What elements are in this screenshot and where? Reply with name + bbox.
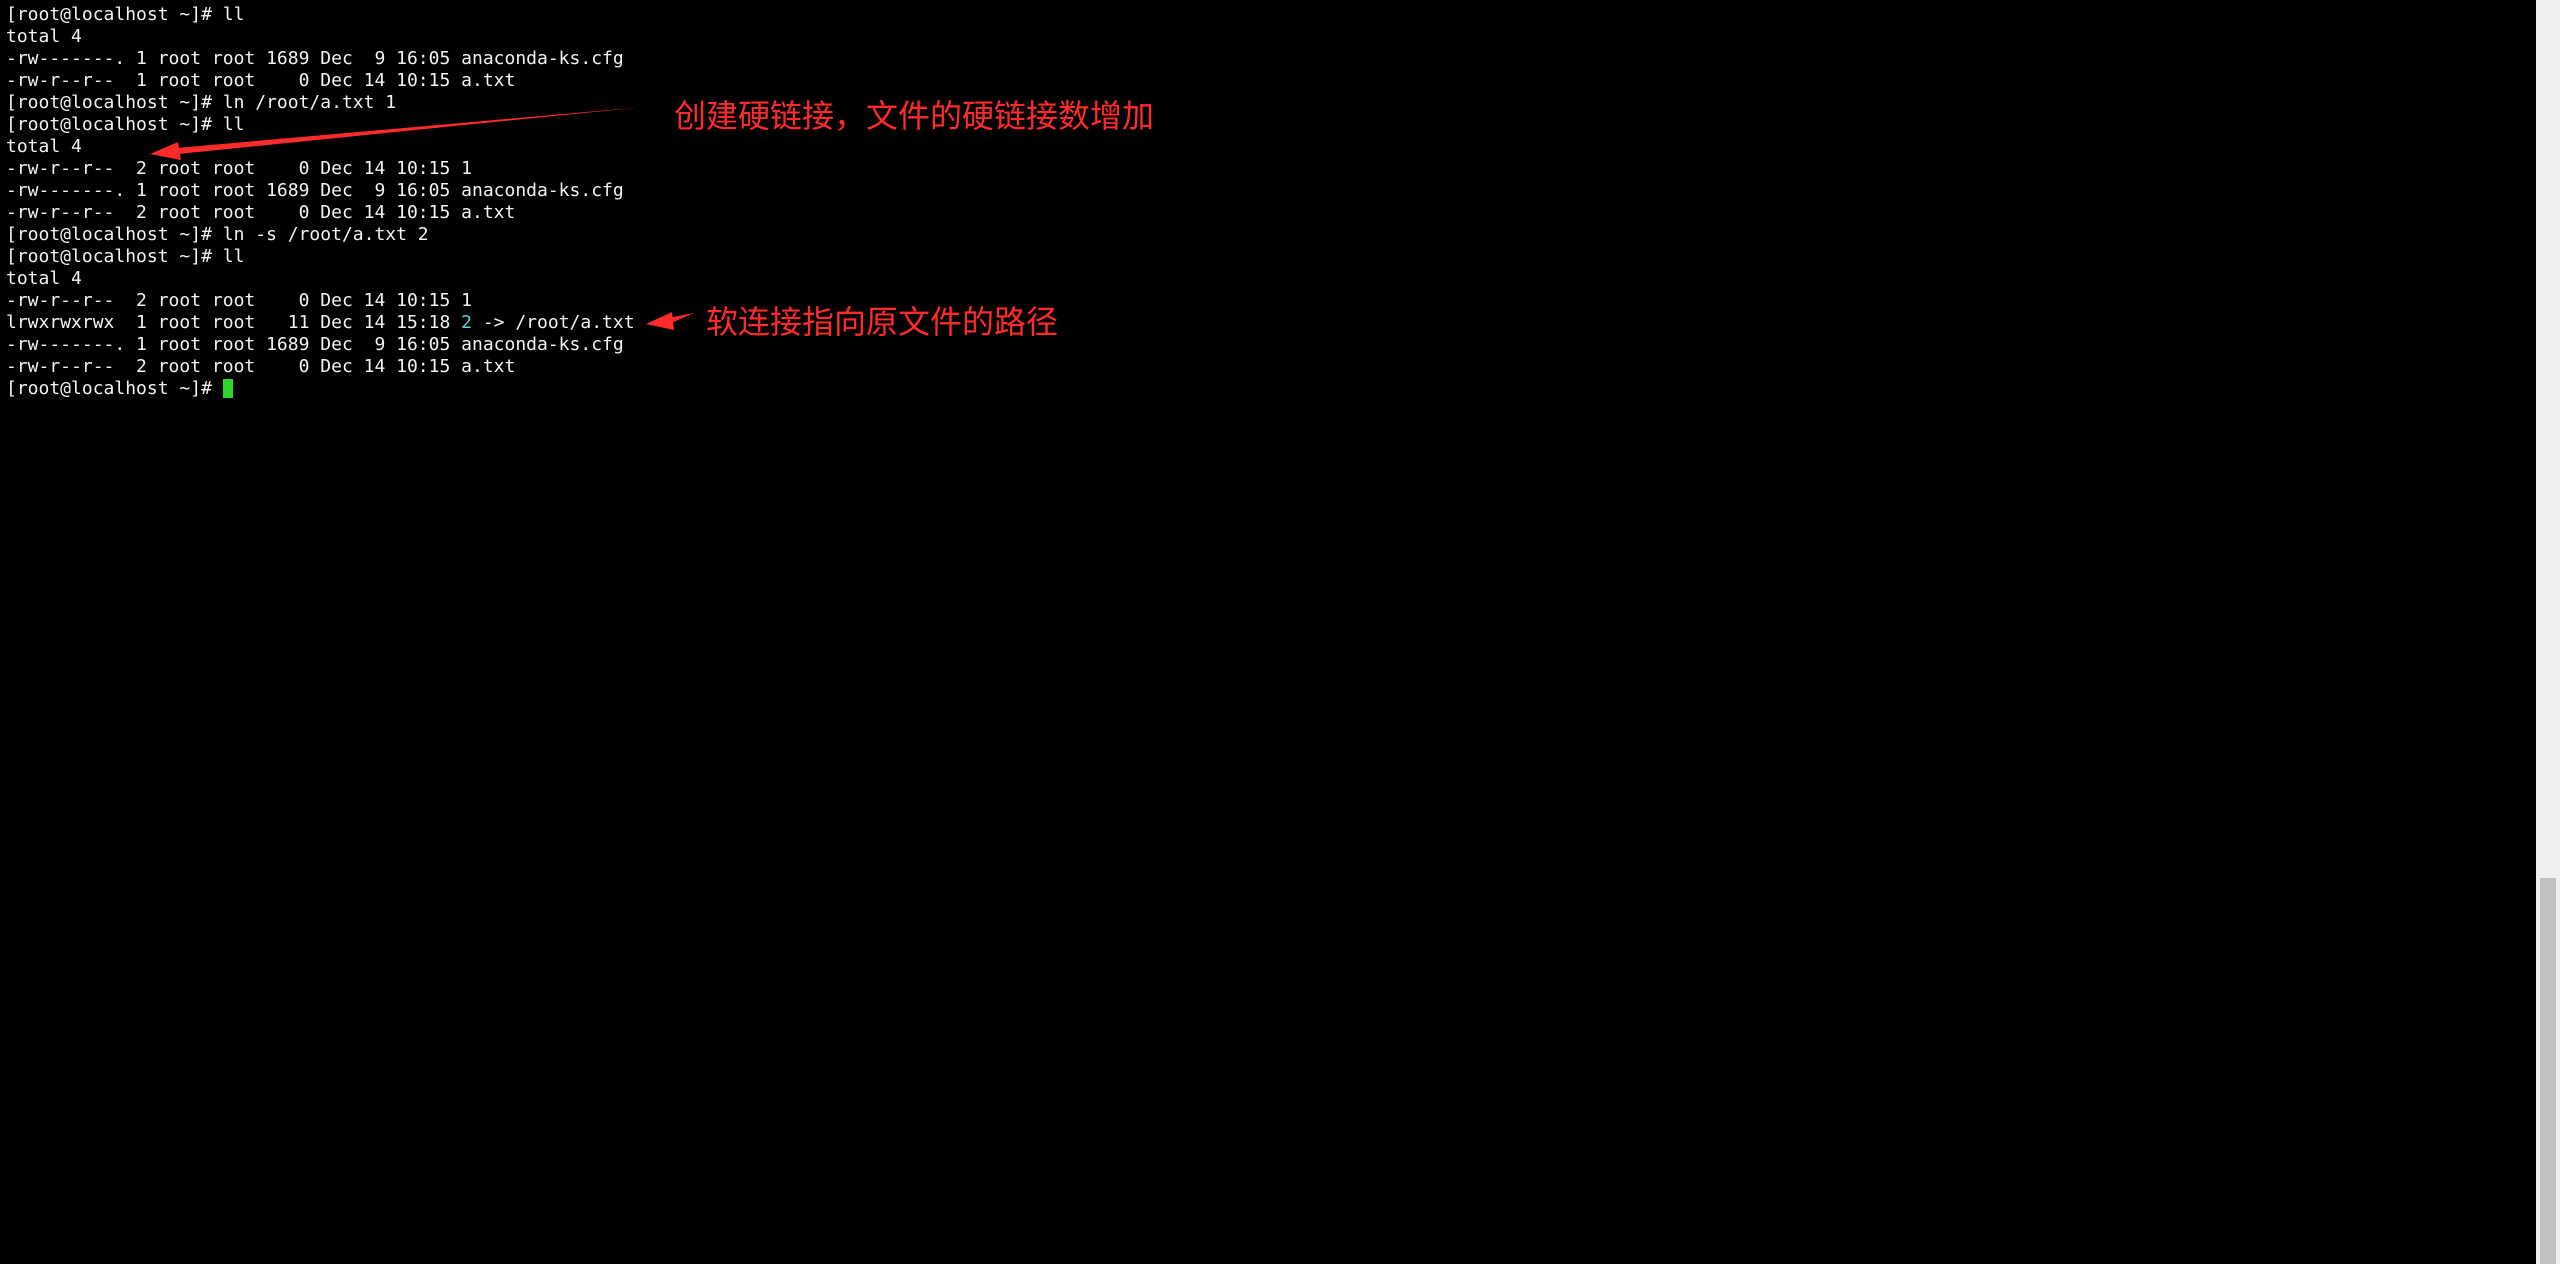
- command-prompt-line[interactable]: [root@localhost ~]#: [6, 378, 635, 400]
- terminal-line: -rw-r--r-- 2 root root 0 Dec 14 10:15 1: [6, 290, 472, 311]
- terminal-line: total 4: [6, 136, 82, 157]
- symlink-target: -> /root/a.txt: [472, 312, 635, 333]
- hard-link-annotation: 创建硬链接，文件的硬链接数增加: [674, 97, 1155, 135]
- terminal-line: -rw-r--r-- 2 root root 0 Dec 14 10:15 a.…: [6, 356, 516, 377]
- symlink-details: lrwxrwxrwx 1 root root 11 Dec 14 15:18: [6, 312, 462, 333]
- vertical-scrollbar[interactable]: [2536, 0, 2560, 1264]
- soft-link-arrowhead: [646, 312, 674, 330]
- terminal-line: total 4: [6, 268, 82, 289]
- shell-prompt: [root@localhost ~]#: [6, 378, 223, 399]
- terminal-line: [root@localhost ~]# ll: [6, 4, 245, 25]
- terminal-line: -rw-r--r-- 1 root root 0 Dec 14 10:15 a.…: [6, 70, 516, 91]
- soft-link-annotation: 软连接指向原文件的路径: [706, 303, 1059, 341]
- soft-link-arrow: [668, 313, 694, 324]
- terminal-line: [root@localhost ~]# ll: [6, 246, 245, 267]
- scrollbar-thumb[interactable]: [2540, 878, 2556, 1264]
- terminal-line: -rw-------. 1 root root 1689 Dec 9 16:05…: [6, 334, 624, 355]
- terminal-line: [root@localhost ~]# ll: [6, 114, 245, 135]
- terminal-line: -rw-r--r-- 2 root root 0 Dec 14 10:15 a.…: [6, 202, 516, 223]
- terminal-line: total 4: [6, 26, 82, 47]
- symlink-line: lrwxrwxrwx 1 root root 11 Dec 14 15:18 2…: [6, 312, 635, 334]
- symlink-name: 2: [461, 312, 472, 333]
- terminal-line: [root@localhost ~]# ln /root/a.txt 1: [6, 92, 397, 113]
- terminal-line: -rw-------. 1 root root 1689 Dec 9 16:05…: [6, 48, 624, 69]
- terminal-output: [root@localhost ~]# ll total 4 -rw------…: [6, 4, 635, 400]
- terminal-line: [root@localhost ~]# ln -s /root/a.txt 2: [6, 224, 429, 245]
- text-cursor[interactable]: [222, 379, 233, 398]
- terminal-line: -rw-------. 1 root root 1689 Dec 9 16:05…: [6, 180, 624, 201]
- terminal-line: -rw-r--r-- 2 root root 0 Dec 14 10:15 1: [6, 158, 472, 179]
